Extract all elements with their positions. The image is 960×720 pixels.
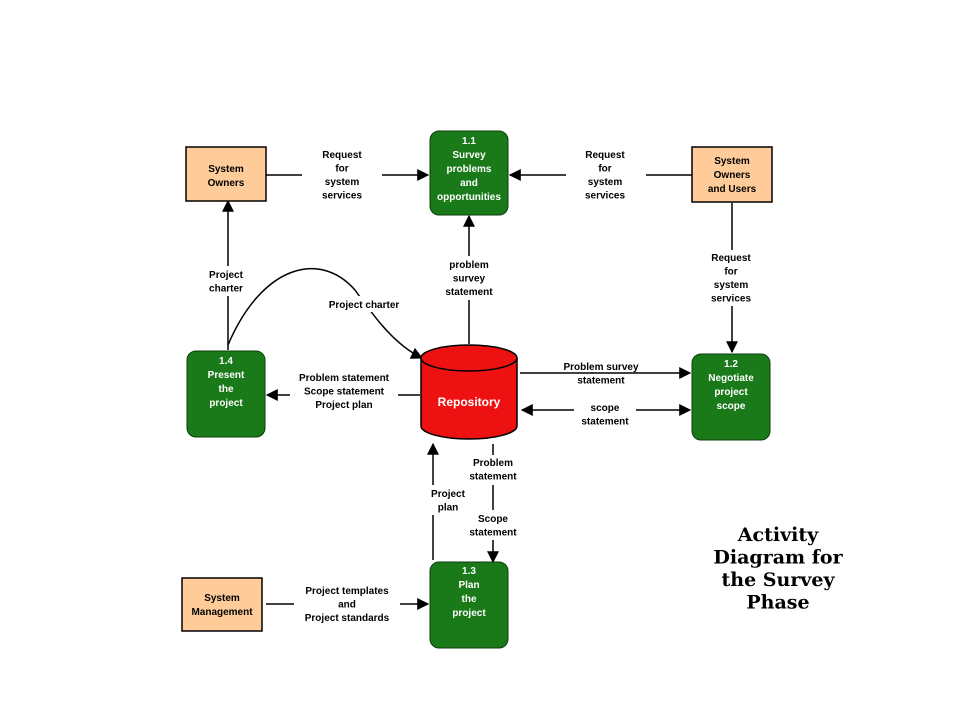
repository-datastore: Repository — [420, 344, 518, 440]
process-label-line: and — [460, 178, 478, 189]
flow-label-line: services — [711, 294, 751, 305]
flow-label-line: plan — [438, 503, 459, 514]
flow-label-line: Project standards — [305, 613, 390, 624]
process-label-line: project — [209, 398, 243, 409]
flow-label-line: and — [338, 600, 356, 611]
process-label-line: Negotiate — [708, 373, 754, 384]
repository-label: Repository — [438, 395, 501, 409]
flow-label-line: Problem survey — [563, 362, 638, 373]
flow-label-line: system — [325, 177, 360, 188]
flow-label-project-charter-curve: Project charter — [329, 300, 400, 311]
flow-label-line: statement — [469, 472, 517, 483]
process-label-line: opportunities — [437, 192, 501, 203]
process-label-line: the — [462, 594, 477, 605]
flow-label-scope-statement-down: Scope statement — [469, 514, 517, 539]
title-line: Diagram for — [713, 547, 843, 569]
flow-label-line: Project templates — [305, 586, 389, 597]
flow-label-request-left: Request for system services — [322, 150, 362, 202]
ext-label-line: System — [208, 164, 244, 175]
flow-label-line: statement — [577, 376, 625, 387]
flow-label-line: Request — [585, 150, 625, 161]
process-label-line: 1.4 — [219, 356, 233, 367]
flow-label-line: statement — [445, 287, 493, 298]
flow-label-line: Scope statement — [304, 387, 385, 398]
ext-label-line: System — [204, 593, 240, 604]
process-label-line: project — [714, 387, 748, 398]
ext-label-line: Management — [191, 607, 253, 618]
flow-label-line: statement — [581, 417, 629, 428]
process-label-line: 1.3 — [462, 566, 476, 577]
flow-label-request-down: Request for system services — [711, 253, 751, 305]
flow-label-line: Request — [322, 150, 362, 161]
flow-label-line: Project charter — [329, 300, 400, 311]
flow-label-line: charter — [209, 284, 243, 295]
flow-label-scope-right: scope statement — [581, 403, 629, 428]
process-label-line: Plan — [458, 580, 479, 591]
flow-label-line: Problem — [473, 458, 513, 469]
flow-label-problem-survey-up: problem survey statement — [445, 260, 493, 298]
flow-label-line: problem — [449, 260, 489, 271]
ext-label-line: Owners — [714, 170, 751, 181]
process-label-line: Survey — [452, 150, 486, 161]
flow-label-line: services — [322, 191, 362, 202]
ext-label-line: Owners — [208, 178, 245, 189]
process-label-line: 1.1 — [462, 136, 476, 147]
ext-label-line: and Users — [708, 184, 757, 195]
flow-label-line: Request — [711, 253, 751, 264]
process-label-line: scope — [717, 401, 746, 412]
flow-label-line: Project — [209, 270, 244, 281]
flow-label-line: for — [598, 164, 611, 175]
flow-label-line: Project plan — [315, 400, 372, 411]
flow-label-problem-survey-right: Problem survey statement — [563, 362, 638, 387]
flow-label-line: Problem statement — [299, 373, 390, 384]
title-line: Activity — [737, 524, 819, 546]
process-label-line: problems — [446, 164, 491, 175]
flow-label-line: for — [724, 267, 737, 278]
flow-label-line: services — [585, 191, 625, 202]
flow-label-line: statement — [469, 528, 517, 539]
flow-label-line: for — [335, 164, 348, 175]
ext-label-line: System — [714, 156, 750, 167]
flow-label-request-right: Request for system services — [585, 150, 625, 202]
flow-project-charter-curve-line — [227, 267, 424, 359]
flow-label-problem-statement-down: Problem statement — [469, 458, 517, 483]
flow-label-line: Project — [431, 489, 466, 500]
flow-label-line: system — [588, 177, 623, 188]
title-line: the Survey — [721, 569, 835, 591]
flow-label-line: survey — [453, 274, 486, 285]
flow-label-project-charter-up: Project charter — [209, 270, 244, 295]
flow-label-line: system — [714, 280, 749, 291]
flow-label-project-plan-up: Project plan — [431, 489, 466, 514]
process-label-line: project — [452, 608, 486, 619]
title-line: Phase — [746, 592, 809, 614]
flow-label-line: Scope — [478, 514, 508, 525]
process-label-line: the — [219, 384, 234, 395]
process-label-line: 1.2 — [724, 359, 738, 370]
flow-label-line: scope — [591, 403, 620, 414]
process-label-line: Present — [208, 370, 245, 381]
